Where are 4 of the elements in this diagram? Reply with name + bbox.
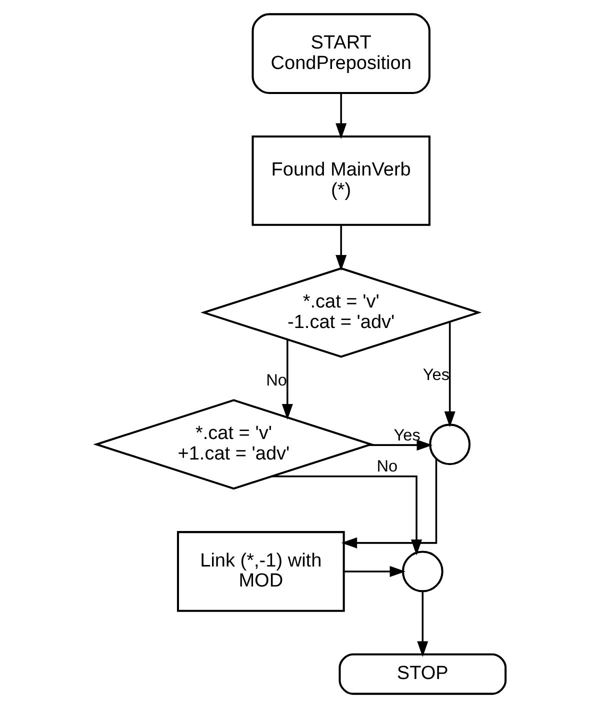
edge-label: No: [266, 371, 287, 390]
edge-label: Yes: [394, 426, 420, 444]
edge-label: No: [376, 458, 398, 476]
edge-label: Yes: [422, 366, 450, 384]
